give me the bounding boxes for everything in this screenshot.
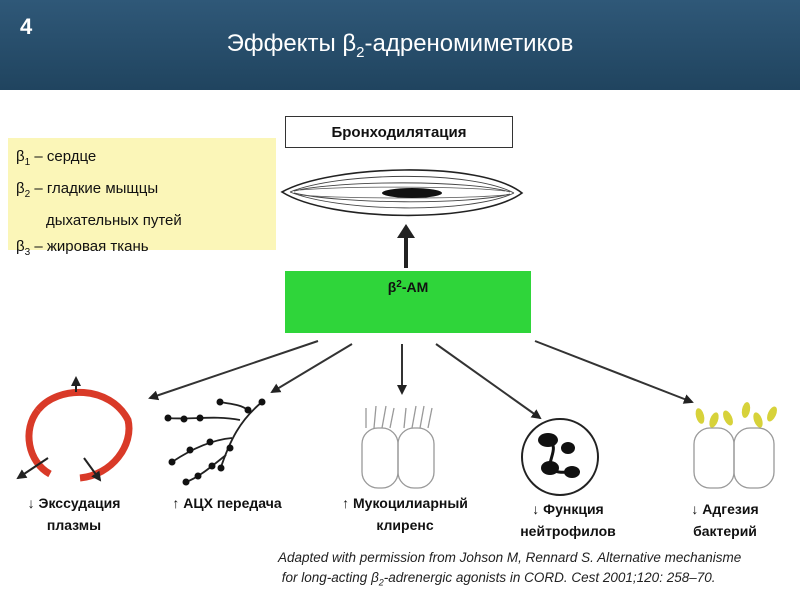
- legend-row-beta3: β3 – жировая ткань: [16, 234, 268, 266]
- legend-text: – сердце: [30, 148, 97, 165]
- effect-line2: клиренс: [376, 517, 434, 533]
- effect-label-plasma: ↓ Экссудация плазмы: [4, 492, 144, 536]
- legend-symbol: β: [16, 180, 25, 197]
- effect-line2: нейтрофилов: [520, 523, 616, 539]
- legend-sub: 2: [24, 189, 31, 200]
- effect-label-bacteria: ↓ Адгезия бактерий: [670, 498, 780, 542]
- slide-number: 4: [20, 14, 33, 39]
- citation-line1: Adapted with permission from Johson M, R…: [278, 550, 742, 565]
- effect-line2: плазмы: [46, 517, 102, 533]
- smooth-muscle-icon: [280, 169, 524, 217]
- effect-line1: ↓ Экссудация: [27, 495, 121, 511]
- citation-line2: for long-acting β2-adrenergic agonists i…: [278, 568, 798, 593]
- legend-symbol: β: [16, 238, 25, 255]
- legend-sub: 1: [24, 157, 31, 168]
- legend-row-beta1: β1 – сердце: [16, 144, 268, 176]
- arrow-to-bacteria: [534, 340, 694, 404]
- citation-line2-prefix: for long-acting β: [281, 570, 379, 585]
- effect-line2: бактерий: [693, 523, 757, 539]
- citation-line2-sub: 2: [378, 577, 384, 588]
- title-sub: 2: [356, 43, 365, 61]
- effect-label-mucociliary: ↑ Мукоцилиарный клиренс: [325, 492, 485, 536]
- agent-sub: 2: [396, 279, 402, 290]
- agent-prefix: β: [387, 279, 397, 295]
- agent-suffix: -АМ: [401, 279, 429, 295]
- receptor-legend: β1 – сердце β2 – гладкие мыщцы дыхательн…: [8, 138, 276, 258]
- effect-line1: ↓ Функция: [532, 501, 604, 517]
- citation-line2-suffix: -adrenergic agonists in CORD. Cest 2001;…: [383, 570, 716, 585]
- effect-label-ach: ↑ АЦХ передача: [152, 492, 302, 514]
- effect-line1: ↑ АЦХ передача: [172, 495, 282, 511]
- neutrophil-icon: [521, 418, 599, 496]
- bacteria-cell-icon: [693, 402, 777, 489]
- legend-row-beta2-cont: дыхательных путей: [46, 212, 182, 229]
- effect-line1: ↑ Мукоцилиарный: [342, 495, 468, 511]
- blood-vessel-icon: [16, 376, 133, 482]
- bronchodilation-box: Бронходилятация: [285, 116, 513, 148]
- effect-line1: ↓ Адгезия: [691, 501, 759, 517]
- effect-label-neutrophil: ↓ Функция нейтрофилов: [498, 498, 638, 542]
- header-bar: 4 Эффекты β2-адреномиметиков: [0, 0, 800, 90]
- nerve-bead-icon: [164, 398, 266, 486]
- ciliated-cell-icon: [361, 405, 435, 489]
- arrow-to-ach: [270, 343, 353, 394]
- page-title: Эффекты β2-адреномиметиков: [0, 30, 800, 61]
- citation: Adapted with permission from Johson M, R…: [278, 548, 798, 593]
- legend-text: – жировая ткань: [30, 238, 149, 255]
- legend-sub: 3: [24, 247, 31, 258]
- legend-symbol: β: [16, 148, 25, 165]
- title-suffix: -адреномиметиков: [364, 30, 574, 57]
- legend-row-beta2: β2 – гладкие мыщцы: [16, 176, 268, 208]
- legend-text: – гладкие мыщцы: [30, 180, 159, 197]
- arrow-to-plasma: [148, 340, 319, 401]
- arrow-to-neutrophil: [435, 343, 542, 420]
- title-prefix: Эффекты β: [226, 30, 357, 57]
- nerve-icon: [167, 401, 263, 483]
